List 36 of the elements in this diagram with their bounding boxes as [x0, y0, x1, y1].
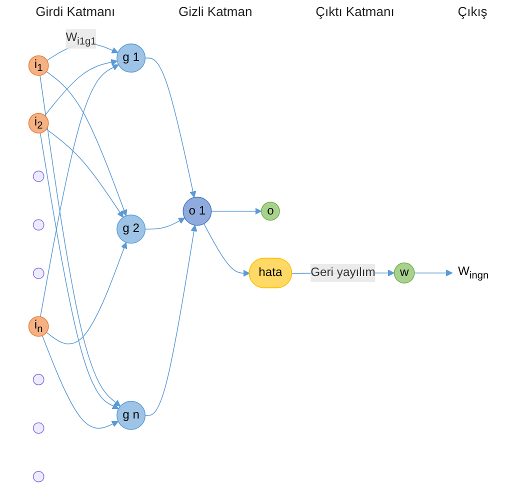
layer-heading: Gizli Katman: [178, 4, 252, 19]
node-circle: g 2: [116, 214, 146, 244]
node-text: W$_{ingn}$: [458, 265, 489, 281]
arrow: [144, 218, 186, 230]
node-circle: i$_{2}$: [28, 113, 49, 134]
arrow: [42, 335, 119, 429]
node-circle: g n: [116, 400, 146, 430]
node-circle: [32, 470, 44, 482]
node-circle: [32, 170, 44, 182]
node-circle: [32, 268, 44, 280]
arrow: [40, 64, 119, 318]
layer-heading: Girdi Katmanı: [36, 4, 116, 19]
arrow: [46, 242, 128, 344]
edge-label: Geri yayılım: [310, 266, 376, 280]
arrow: [414, 270, 453, 276]
node-circle: g 1: [116, 44, 146, 73]
arrow: [210, 208, 262, 215]
arrow: [40, 132, 119, 410]
arrow: [44, 59, 118, 116]
node-circle: o: [261, 202, 280, 221]
node-circle: [32, 219, 44, 231]
arrow: [46, 71, 128, 216]
arrow: [46, 128, 124, 218]
arrow: [204, 223, 250, 277]
node-circle: i$_{1}$: [28, 55, 49, 76]
layer-heading: Çıkış: [458, 4, 488, 19]
arrow: [144, 58, 196, 198]
node-circle: w: [394, 262, 415, 284]
node-circle: [32, 422, 44, 434]
node-circle: o 1: [182, 196, 212, 226]
edge-label: W$_{i1g1}$: [66, 31, 96, 47]
node-circle: i$_{n}$: [28, 316, 49, 337]
arrow: [144, 224, 198, 416]
node-circle: [32, 374, 44, 386]
layer-heading: Çıktı Katmanı: [316, 4, 394, 19]
arrow: [40, 75, 121, 407]
